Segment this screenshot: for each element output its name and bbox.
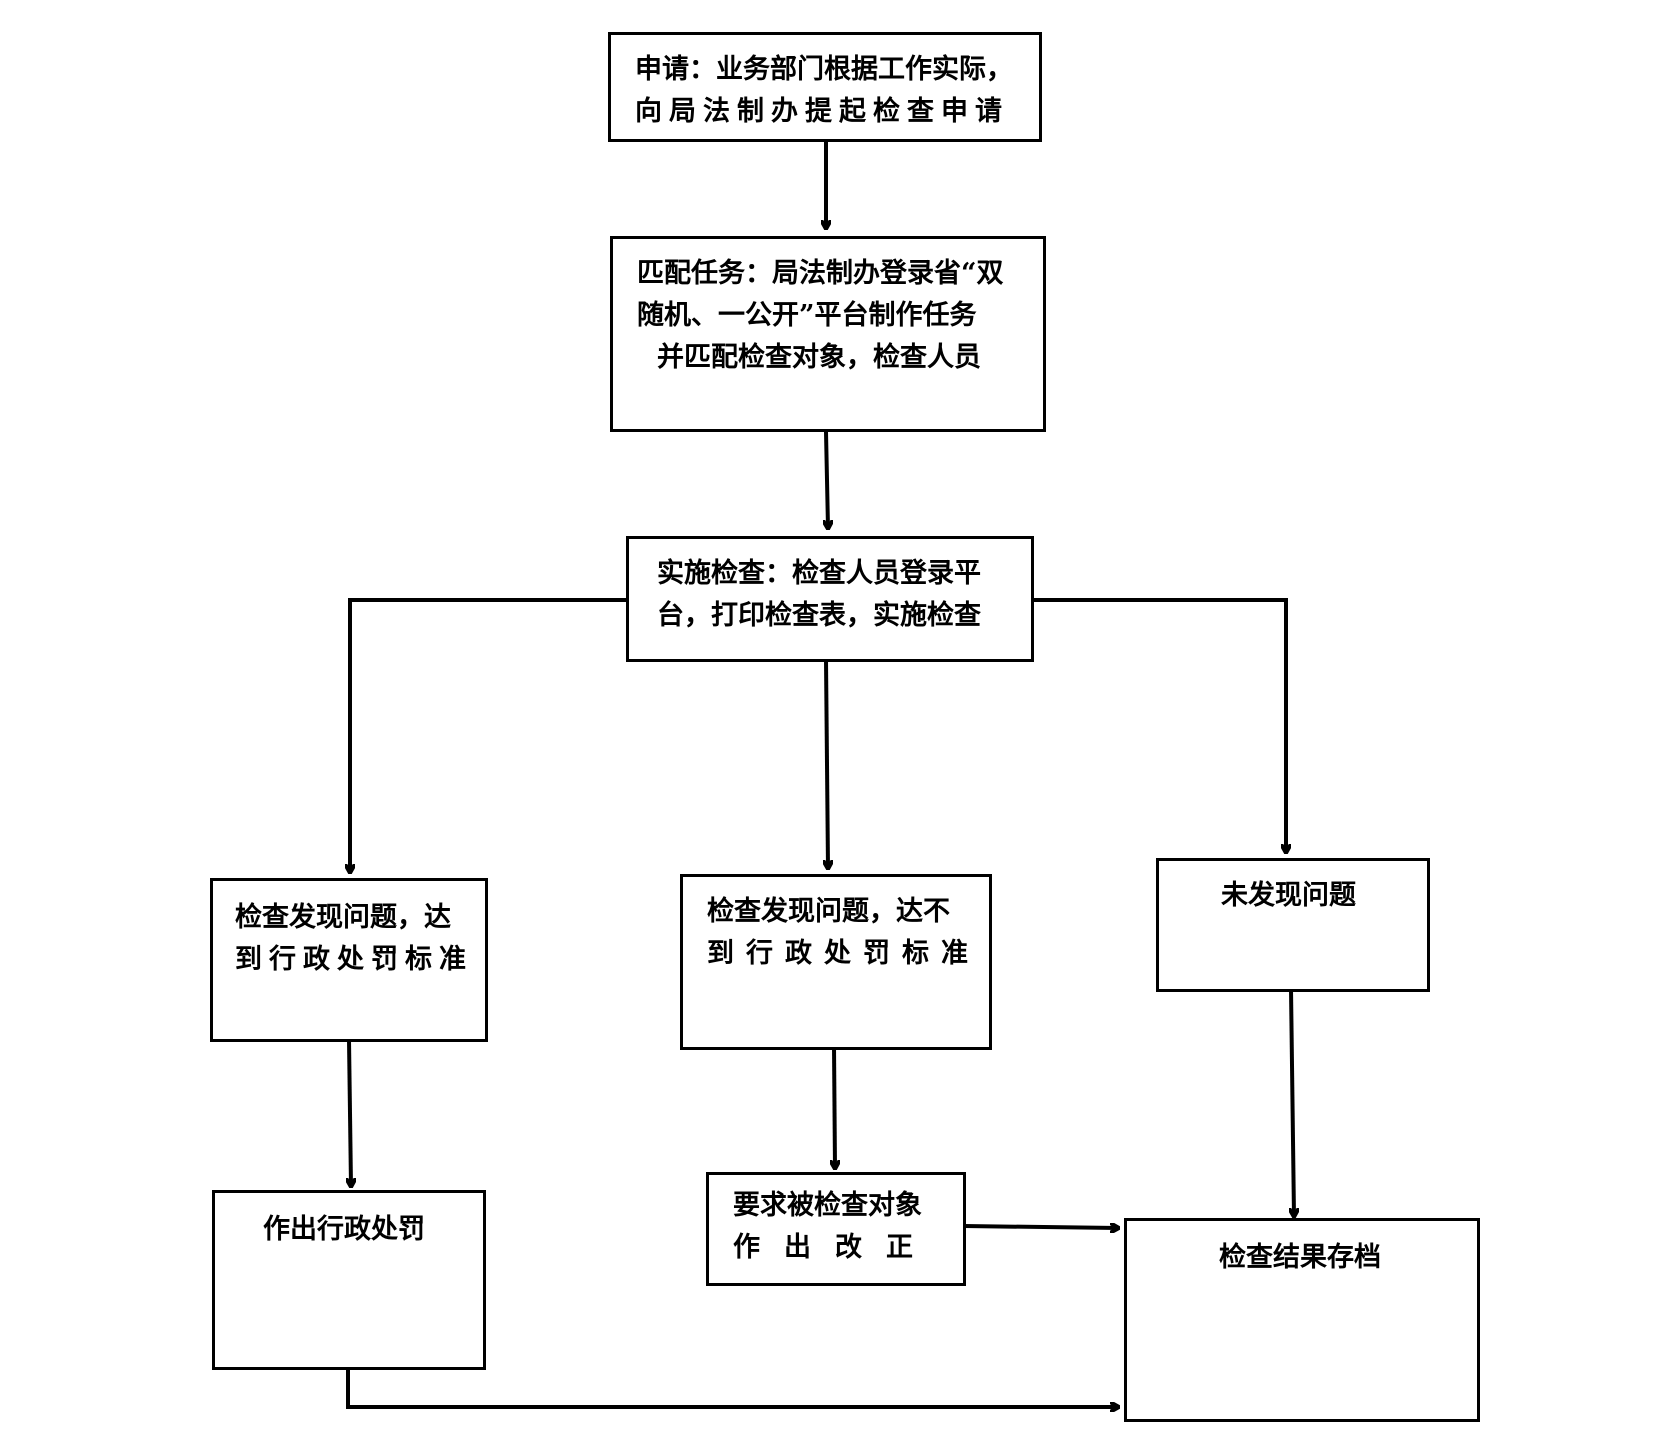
edge-below-penalty-to-require-fix	[834, 1045, 835, 1168]
node-apply-line-1: 申请：业务部门根据工作实际，	[635, 54, 1013, 85]
node-penalty-found: 检查发现问题，达 到行政处罚标准	[210, 878, 488, 1042]
node-inspect: 实施检查：检查人员登录平 台，打印检查表，实施检查	[626, 536, 1034, 662]
node-match-line-3: 并匹配检查对象，检查人员	[657, 342, 981, 373]
node-no-issue-line-1: 未发现问题	[1221, 880, 1356, 911]
node-apply: 申请：业务部门根据工作实际， 向局法制办提起检查申请	[608, 32, 1042, 142]
node-require-fix-line-1: 要求被检查对象	[733, 1190, 922, 1221]
node-archive: 检查结果存档	[1124, 1218, 1480, 1422]
edge-require-fix-to-archive	[963, 1226, 1118, 1228]
node-below-penalty-line-1: 检查发现问题，达不	[707, 896, 950, 927]
edge-inspect-to-below-penalty	[826, 659, 828, 868]
edge-inspect-to-no-issue	[1030, 598, 1286, 852]
node-inspect-line-1: 实施检查：检查人员登录平	[657, 558, 981, 589]
node-match: 匹配任务：局法制办登录省“双 随机、一公开”平台制作任务 并匹配检查对象，检查人…	[610, 236, 1046, 432]
node-no-issue: 未发现问题	[1156, 858, 1430, 992]
edge-inspect-to-penalty-found	[350, 598, 626, 872]
node-match-line-2: 随机、一公开”平台制作任务	[637, 300, 977, 331]
node-below-penalty-line-2: 到行政处罚标准	[707, 938, 980, 969]
node-make-penalty-line-1: 作出行政处罚	[263, 1214, 425, 1245]
edge-no-issue-to-archive	[1291, 988, 1294, 1216]
node-inspect-line-2: 台，打印检查表，实施检查	[657, 600, 981, 631]
node-penalty-found-line-1: 检查发现问题，达	[235, 902, 451, 933]
node-require-fix-line-2: 作出改正	[733, 1232, 937, 1263]
node-apply-line-2: 向局法制办提起检查申请	[635, 96, 1009, 127]
node-below-penalty: 检查发现问题，达不 到行政处罚标准	[680, 874, 992, 1050]
node-make-penalty: 作出行政处罚	[212, 1190, 486, 1370]
edge-penalty-found-to-make-penalty	[349, 1039, 351, 1186]
node-match-line-1: 匹配任务：局法制办登录省“双	[637, 258, 1004, 289]
edge-match-to-inspect	[826, 431, 828, 528]
node-penalty-found-line-2: 到行政处罚标准	[235, 944, 473, 975]
node-archive-line-1: 检查结果存档	[1219, 1242, 1381, 1273]
edge-make-penalty-to-archive	[346, 1368, 1118, 1407]
node-require-fix: 要求被检查对象 作出改正	[706, 1172, 966, 1286]
